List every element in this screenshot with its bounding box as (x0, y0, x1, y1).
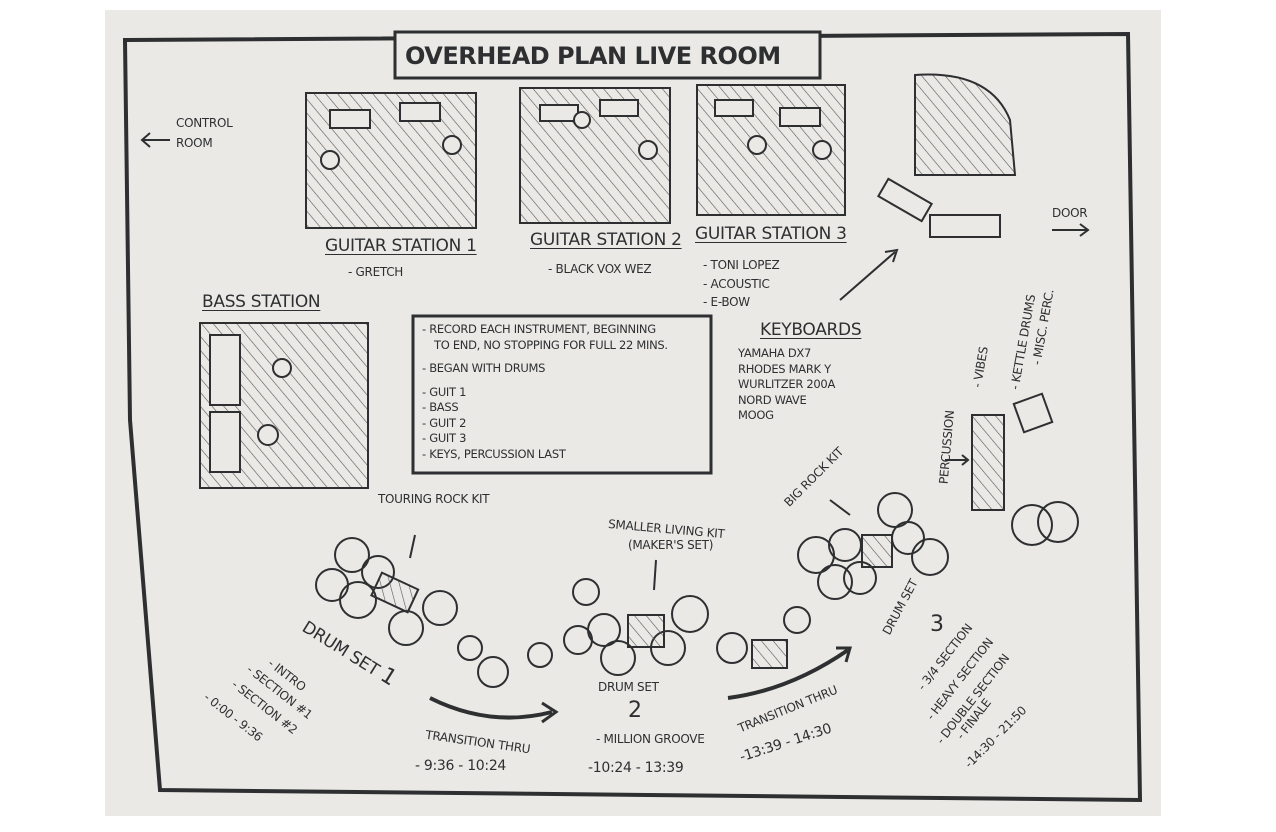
keyboards-label: Keyboards (760, 320, 862, 340)
bass-station-label: Bass Station (202, 292, 321, 312)
instruction-item: - Guit 2 (422, 415, 467, 430)
instructions-list: - Record each instrument, beginning to e… (422, 322, 668, 462)
arrow-icon (945, 454, 970, 466)
room-outline (122, 31, 1143, 803)
instruction-item: - Record each instrument, beginning (422, 322, 656, 336)
drum-set-2-label: Drum Set (598, 680, 659, 694)
vibes-icon (971, 414, 1005, 511)
guitar-icon (812, 140, 832, 160)
instruction-item: - Guit 3 (422, 431, 467, 446)
guitar-station-3-label: Guitar Station 3 (695, 224, 847, 244)
guitar-station-1-label: Guitar Station 1 (325, 236, 477, 256)
page-title: Overhead Plan Live Room (405, 42, 781, 70)
control-room-label: Control (176, 116, 233, 130)
transition-kit-1-icon (457, 635, 553, 688)
arrow-head (884, 248, 899, 263)
keyboard-item: Yamaha DX7 (738, 346, 812, 360)
guitar-icon (320, 150, 340, 170)
instructions-box (411, 314, 713, 475)
instruction-item: - Began with drums (422, 361, 546, 376)
arrow-control-room-icon (140, 132, 170, 148)
guitar-icon (442, 135, 462, 155)
guitar-station-3-note: - Toni Lopez (703, 258, 780, 272)
kettle-drum-icon (1011, 504, 1053, 546)
stool-icon (257, 424, 279, 446)
touring-kit-label: Touring Rock Kit (378, 492, 490, 506)
amp-icon (329, 109, 371, 129)
guitar-icon (638, 140, 658, 160)
amp-icon (209, 334, 241, 406)
misc-perc-icon (1012, 392, 1054, 434)
guitar-station-3-note: - E-Bow (703, 295, 750, 309)
keyboard-item: Wurlitzer 200A (738, 377, 836, 392)
transition-kit-2-icon (716, 606, 811, 669)
keyboard-item: Moog (738, 408, 774, 423)
door-label: Door (1052, 206, 1088, 220)
guitar-station-2-note: - Black Vox WEZ (548, 262, 652, 276)
drum-set-2-note: - Million Groove (596, 732, 705, 746)
amp-icon (779, 107, 821, 127)
transition-1-time: - 9:36 - 10:24 (415, 758, 507, 774)
arrow-icon (829, 499, 851, 516)
keyboard-item: Rhodes Mark Y (738, 361, 831, 376)
instruction-item: - Keys, Percussion last (422, 446, 566, 461)
guitar-icon (573, 111, 591, 129)
guitar-station-1-note: - Gretch (348, 265, 403, 279)
transition-arrow-2 (727, 648, 850, 700)
bass-icon (272, 358, 292, 378)
keyboard-icon (876, 177, 934, 223)
drum-set-2-note: -10:24 - 13:39 (588, 760, 684, 776)
arrow-icon (409, 534, 416, 559)
drum-set-3-icon (797, 492, 949, 600)
amp-icon (209, 411, 241, 473)
control-room-label: Room (176, 136, 213, 150)
amp-icon (714, 99, 754, 117)
amp-icon (599, 99, 639, 117)
instruction-item: to end, no stopping for full 22 mins. (434, 337, 668, 352)
keyboard-icon (929, 214, 1001, 238)
keyboards-list: Yamaha DX7 Rhodes Mark Y Wurlitzer 200A … (738, 346, 835, 424)
amp-icon (539, 104, 579, 122)
drum-set-3-number: 3 (930, 612, 944, 637)
transition-arrow-1 (429, 696, 553, 720)
drum-set-2-icon (563, 578, 709, 676)
guitar-icon (747, 135, 767, 155)
guitar-station-2-label: Guitar Station 2 (530, 230, 682, 250)
piano-icon (914, 73, 1017, 176)
arrow-icon (653, 559, 657, 591)
drum-set-2-number: 2 (628, 698, 642, 723)
guitar-station-3-note: - Acoustic (703, 277, 770, 291)
arrow-icon (839, 251, 896, 301)
instruction-item: - Bass (422, 400, 459, 415)
smaller-kit-sublabel: (Maker's Set) (628, 538, 714, 552)
title-box (393, 30, 822, 80)
drum-set-1-icon (315, 537, 458, 646)
keyboard-item: Nord Wave (738, 392, 807, 407)
amp-icon (399, 102, 441, 122)
kettle-drum-icon (1037, 501, 1079, 543)
instruction-item: - Guit 1 (422, 384, 467, 399)
arrow-door-icon (1052, 223, 1090, 237)
